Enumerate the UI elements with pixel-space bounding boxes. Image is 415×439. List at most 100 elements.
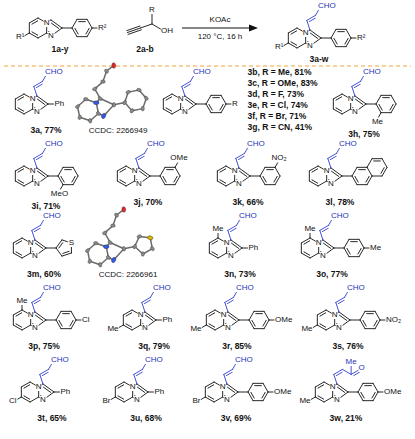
bond: [275, 167, 280, 176]
thermal-ellipsoid: [101, 113, 107, 120]
bond: [324, 397, 333, 402]
bond: [291, 42, 297, 45]
bond: [117, 171, 118, 181]
bond: [34, 81, 43, 86]
bond: [337, 387, 344, 392]
thermal-ellipsoid: [112, 102, 116, 107]
bond: [70, 320, 73, 326]
bond: [36, 156, 42, 159]
bond: [61, 311, 71, 312]
bond: [337, 384, 348, 392]
bond: [313, 325, 318, 328]
formyl-label: CHO: [234, 356, 253, 364]
bond: [263, 320, 266, 326]
bond: [333, 94, 342, 99]
arrow-head: [249, 25, 258, 32]
substituent-label: Cl: [8, 397, 17, 405]
bond: [34, 153, 43, 158]
thermal-ellipsoid: [97, 96, 103, 101]
atom-label: N: [336, 324, 343, 332]
bond: [51, 23, 58, 28]
thermal-ellipsoid: [122, 246, 126, 251]
atom-label: N: [220, 311, 227, 319]
bond: [265, 184, 275, 185]
bond: [338, 300, 344, 303]
bond: [63, 251, 69, 253]
bond: [297, 43, 306, 48]
bond: [174, 176, 177, 182]
thermal-ellipsoid: [132, 244, 137, 250]
bond: [239, 320, 249, 321]
bond: [263, 383, 268, 392]
substituent-label: Ph: [60, 388, 71, 396]
bond: [228, 312, 239, 320]
bond: [160, 176, 165, 185]
thermal-ellipsoid: [77, 115, 82, 120]
bond: [333, 99, 334, 109]
bond: [231, 240, 242, 248]
bond: [15, 166, 24, 171]
substituent-label: R: [232, 100, 239, 108]
bond: [264, 320, 269, 329]
bond: [175, 163, 178, 167]
formyl-label: CHO: [44, 140, 63, 148]
bond: [268, 392, 273, 393]
substituent-label: OMe: [384, 388, 402, 396]
substituent-label: OMe: [170, 154, 188, 162]
bond: [37, 96, 48, 104]
bond: [346, 29, 351, 38]
substituent-label: Ph: [54, 100, 65, 108]
bond: [381, 112, 391, 113]
bond: [342, 109, 351, 114]
bond: [212, 241, 218, 244]
formyl-label: CHO: [317, 2, 336, 10]
bond: [56, 311, 61, 320]
substituent-label: Me: [190, 325, 202, 333]
bond: [201, 397, 206, 400]
bond: [175, 167, 180, 176]
atom-label: N: [136, 180, 143, 188]
bond: [260, 167, 265, 176]
bond: [175, 176, 180, 185]
atom-label: N: [48, 32, 55, 40]
atom-label: N: [137, 311, 144, 319]
bond: [209, 313, 215, 316]
bond: [205, 397, 214, 402]
thermal-ellipsoid: [141, 106, 144, 111]
formyl-label: CHO: [235, 284, 254, 292]
bond: [249, 320, 254, 329]
bond: [351, 38, 356, 39]
bond: [61, 328, 71, 329]
bond: [76, 320, 81, 321]
bond: [309, 166, 318, 171]
bond: [206, 310, 215, 315]
atom-label: N: [352, 108, 359, 116]
bond: [119, 325, 124, 328]
bond: [139, 168, 150, 176]
substituent-label: Br: [192, 397, 201, 405]
bond: [350, 320, 360, 321]
bond: [333, 109, 342, 114]
bond: [139, 171, 146, 176]
substituent-label: Me: [301, 325, 313, 333]
bond: [221, 95, 226, 104]
thermal-ellipsoid: [112, 63, 116, 69]
bond: [65, 169, 72, 170]
thermal-ellipsoid: [137, 234, 142, 239]
bond: [59, 320, 62, 326]
crystal-structure: [75, 63, 149, 124]
bond: [13, 243, 14, 253]
compound-label: 3h, 75%: [348, 130, 381, 139]
bond: [253, 400, 263, 401]
bond: [71, 311, 76, 320]
bond: [352, 167, 357, 176]
bond: [16, 241, 22, 244]
atom-label: N: [302, 29, 309, 37]
formyl-label: CHO: [42, 212, 61, 220]
bond: [214, 397, 223, 402]
substituent-label: OMe: [275, 316, 293, 324]
bond: [379, 104, 382, 110]
bond: [35, 315, 42, 320]
bond: [315, 387, 316, 397]
substituent-label: Me: [370, 244, 382, 252]
